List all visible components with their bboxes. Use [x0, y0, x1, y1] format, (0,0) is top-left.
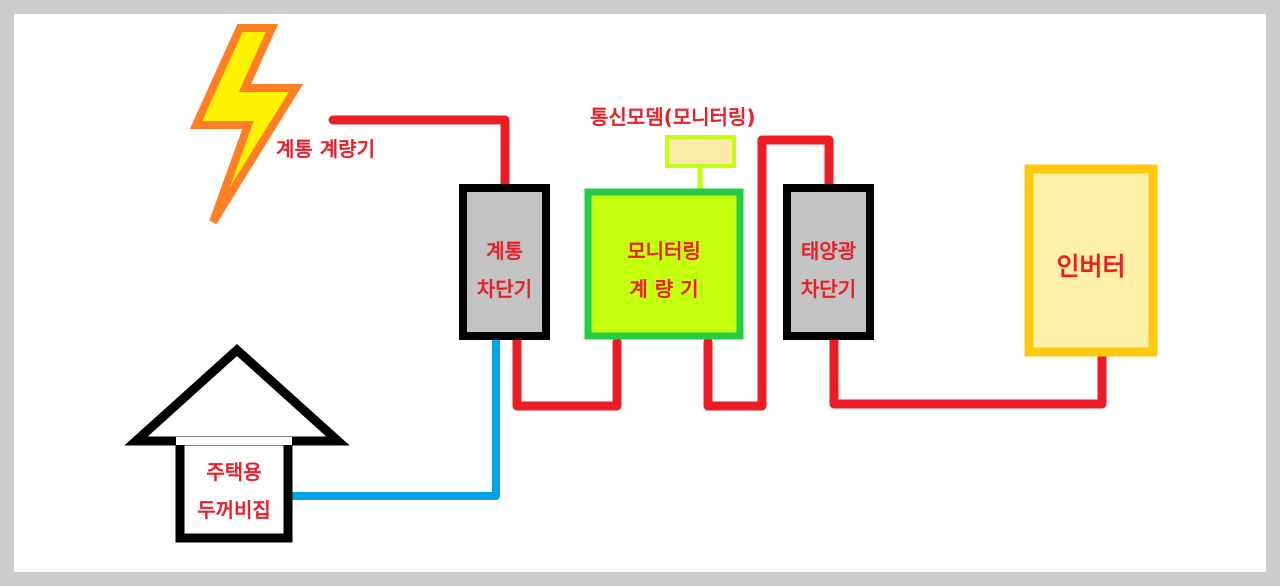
house-label: 주택용 두꺼비집 — [197, 460, 271, 522]
wire-monitor-to-solar-breaker — [703, 135, 834, 411]
red-wires — [328, 115, 1107, 411]
solar-breaker-box — [783, 184, 874, 340]
grid-breaker-box — [459, 184, 550, 340]
inverter-box — [1024, 164, 1158, 357]
monitor-meter-label: 모니터링 계 량 기 — [627, 239, 701, 301]
lightning-bolt-icon — [189, 24, 304, 225]
wire-grid-to-breaker — [328, 115, 510, 191]
modem-box — [665, 135, 736, 168]
house-arrow-icon — [124, 343, 350, 543]
grid-breaker-label: 계통 차단기 — [476, 239, 533, 301]
inverter-label: 인버터 — [1056, 252, 1126, 281]
wire-breaker-to-house — [286, 334, 500, 500]
modem-label: 통신모뎀(모니터링) — [590, 105, 756, 129]
grid-meter-label: 계통 계량기 — [276, 137, 375, 161]
monitor-meter-box — [584, 188, 744, 340]
wire-breaker-to-monitor — [512, 333, 622, 411]
wire-solar-breaker-to-inverter — [829, 333, 1107, 409]
solar-breaker-label: 태양광 차단기 — [800, 239, 857, 301]
